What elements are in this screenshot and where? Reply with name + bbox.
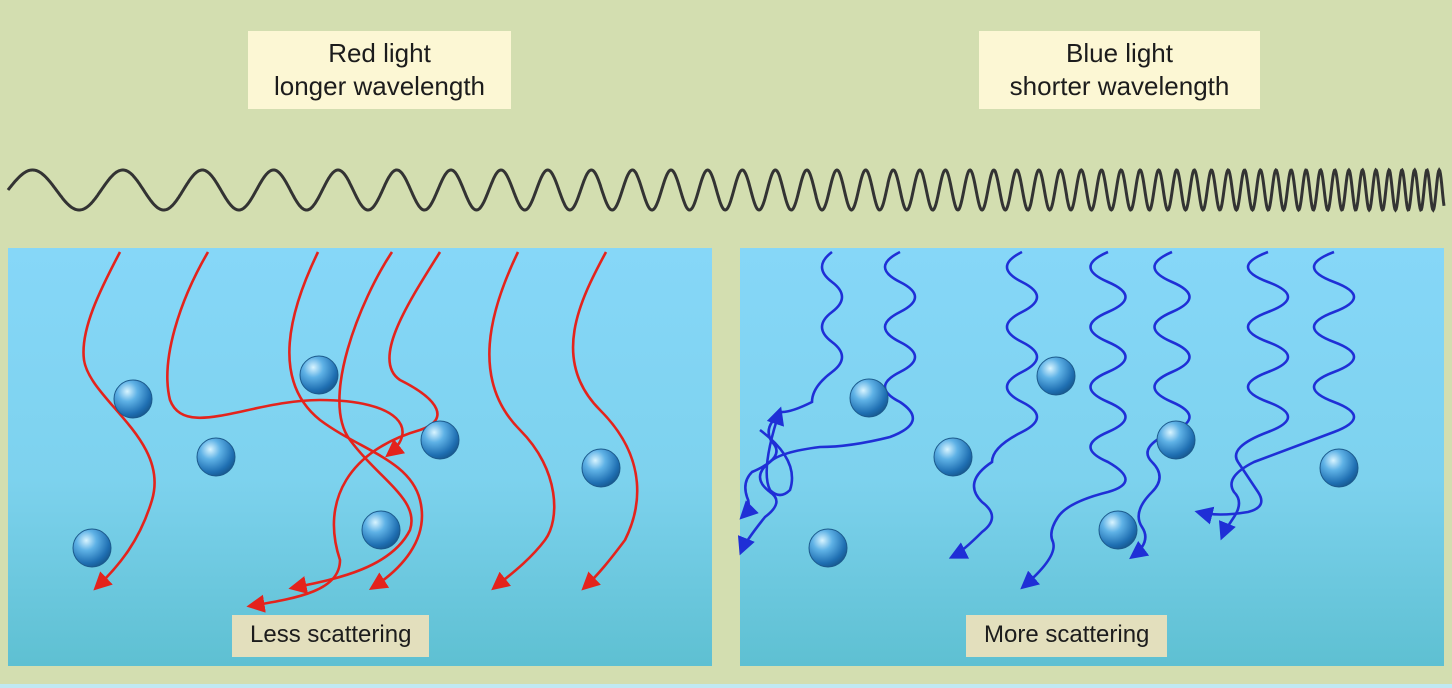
- chirp-wave: [6, 167, 1446, 213]
- red-light-title: Red light: [328, 38, 431, 68]
- particle: [581, 448, 621, 488]
- red-ray: [166, 251, 406, 458]
- blue-ray: [948, 250, 1039, 559]
- less-scattering-caption: Less scattering: [232, 615, 430, 657]
- particle: [1036, 356, 1076, 396]
- particle: [196, 437, 236, 477]
- particle: [849, 378, 889, 418]
- red-rays: [82, 251, 639, 613]
- blue-ray: [1020, 250, 1127, 590]
- particle: [72, 528, 112, 568]
- red-ray: [571, 251, 639, 591]
- blue-ray: [737, 250, 917, 556]
- blue-light-title: Blue light: [1066, 38, 1173, 68]
- particle: [1156, 420, 1196, 460]
- particle: [361, 510, 401, 550]
- particle: [933, 437, 973, 477]
- blue-rays: [737, 250, 1356, 590]
- blue-ray: [739, 250, 844, 520]
- red-ray: [488, 251, 556, 591]
- blue-ray: [1218, 250, 1356, 541]
- red-light-subtitle: longer wavelength: [273, 71, 486, 101]
- red-ray: [246, 251, 442, 613]
- particle: [808, 528, 848, 568]
- particle: [113, 379, 153, 419]
- blue-ray: [1194, 250, 1290, 525]
- particle: [299, 355, 339, 395]
- red-light-label: Red light longer wavelength: [248, 31, 511, 109]
- red-ray: [82, 251, 156, 591]
- particle: [1098, 510, 1138, 550]
- particle: [420, 420, 460, 460]
- red-ray: [288, 251, 424, 590]
- particles: [72, 355, 1359, 568]
- red-ray: [288, 251, 413, 594]
- more-scattering-caption: More scattering: [966, 615, 1168, 657]
- blue-ray: [759, 406, 794, 497]
- blue-ray: [1129, 250, 1191, 560]
- bottom-strip: [0, 684, 1452, 688]
- particle: [1319, 448, 1359, 488]
- blue-light-subtitle: shorter wavelength: [1009, 71, 1230, 101]
- blue-light-label: Blue light shorter wavelength: [979, 31, 1260, 109]
